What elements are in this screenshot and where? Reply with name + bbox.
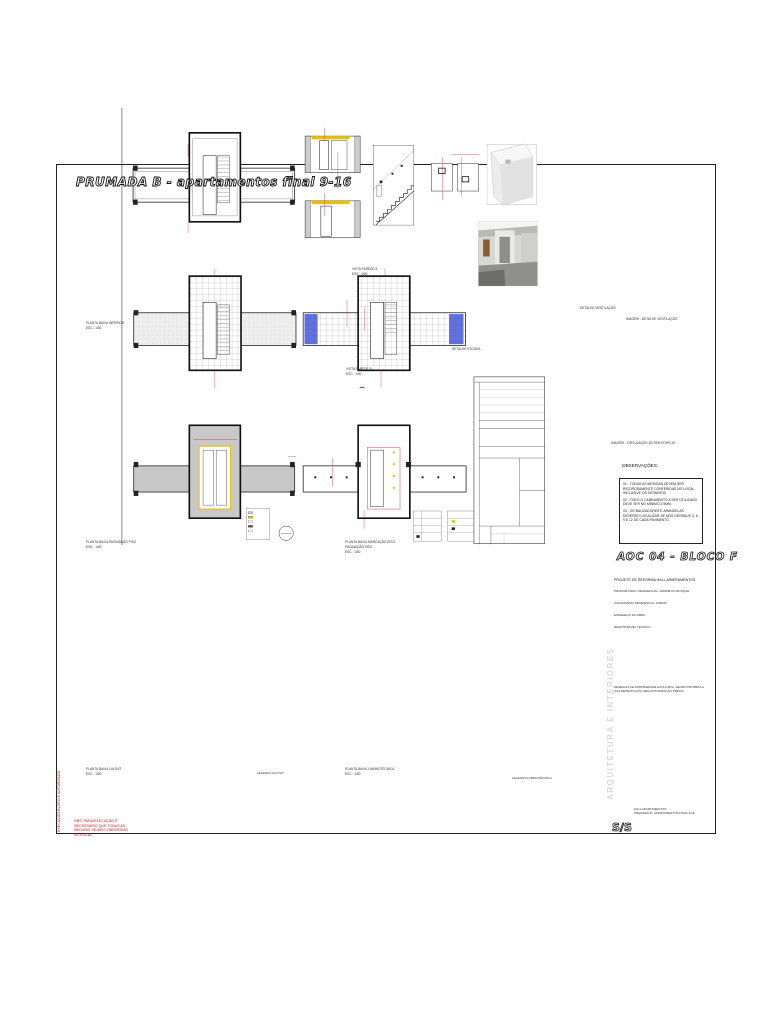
observations-box: 01 - TODAS AS MEDIDAS DEVEM SER RIGOROSA…: [619, 478, 703, 544]
legend-lum-title: LEGENDA LUMINOTÉCNICA: [512, 776, 552, 780]
titleblock-line-2: CONDOMÍNIO RESIDENCIAL JARDIM: [614, 601, 667, 605]
project-code: AOC 04 - BLOCO F: [617, 551, 739, 564]
label-render-circulation: IMAGEM - CIRCULAÇÃO 3D SEM EDIFÍCIO: [611, 441, 676, 445]
label-plan-mid-right-scale: ESC.: 1/50: [345, 550, 361, 554]
brand-vertical: ARQUITETURA E INTERIORES: [606, 647, 615, 800]
observation-item: 02 - TODO O CABEAMENTO A SER UTILIZADO D…: [623, 497, 698, 507]
titleblock-line-4: RESPONSÁVEL TÉCNICO: [614, 625, 651, 629]
sheet-number: S/S: [612, 821, 633, 835]
stair-lines: [217, 156, 230, 201]
label-render-ventilation: IMAGEM - DETALHE VENTILAÇÃO: [626, 317, 678, 321]
titleblock-content-2: PRUMADA B - APARTAMENTOS FINAL 9-16: [634, 811, 695, 815]
plan-mid-right: [302, 268, 466, 388]
label-plan-mid-right-sub: PAGINAÇÃO PISO: [345, 545, 373, 549]
legend-layout: [246, 508, 294, 541]
ventilation-detail: [431, 154, 480, 201]
render-circulation: [478, 220, 538, 287]
titleblock-content-1: HALL APARTAMENTOS: [634, 807, 667, 811]
label-section-a: VISTA PAREDE A: [352, 267, 378, 271]
section-a: [304, 127, 361, 189]
plan-mid-left: [133, 268, 297, 389]
plan-low-right: [288, 424, 467, 529]
observation-item: 03 - OS BALIZADORES E ARANDELAS DEVERÃO …: [623, 508, 699, 523]
label-stair-detail: DETALHE ESCADA: [452, 347, 481, 351]
label-section-b-scale: ESC.: 1/50: [346, 372, 362, 376]
title-block: [473, 376, 545, 545]
label-ventilation-detail: DETALHE VENTILAÇÃO: [580, 306, 616, 310]
observations-title: OBSERVAÇÕES:: [622, 463, 659, 468]
vertical-execution-note: EXECUÇÃO BLOCO F AUTORIZADO: [57, 770, 61, 832]
titleblock-line-3: ENDEREÇO DA OBRA: [614, 613, 646, 617]
label-plan-mid-left: PLANTA BAIXA PAGINAÇÃO PISO: [86, 540, 137, 544]
label-plan-low-right: PLANTA BAIXA LUMINOTÉCNICA: [345, 767, 395, 771]
label-plan-upper-scale: ESC.: 1/50: [86, 326, 102, 330]
titleblock-project: PROJETO DE REFORMA HALL APARTAMENTOS: [614, 578, 696, 582]
sheet-title: PRUMADA B - apartamentos final 9-16: [76, 175, 352, 190]
label-plan-low-right-scale: ESC.: 1/50: [345, 772, 361, 776]
plan-upper: [132, 132, 296, 233]
drawing-canvas: [121, 107, 545, 546]
titleblock-note: DESENHO DE PROPRIEDADE EXCLUSIVA, SENDO …: [614, 685, 704, 693]
render-ventilation: [486, 143, 537, 206]
label-plan-upper: PLANTA BAIXA INFERIOR: [86, 321, 125, 325]
label-plan-mid-left-scale: ESC.: 1/50: [86, 545, 102, 549]
label-section-a-scale: ESC.: 1/50: [352, 272, 368, 276]
label-plan-mid-right: PLANTA BAIXA MARCAÇÃO PISO: [345, 540, 395, 544]
section-b: [304, 193, 361, 238]
plan-low-left: [133, 424, 296, 520]
legend-luminotecnica: [413, 510, 477, 542]
label-plan-low-left-scale: ESC.: 1/50: [86, 772, 102, 776]
label-section-b: VISTA PAREDE B: [346, 367, 372, 371]
execution-note: OBS: PARA EXECUÇÃO É NECESSÁRIO QUE TODA…: [74, 819, 128, 837]
titleblock-line-1: PROPRIETÁRIO: RESIDENCIAL JARDIM DO BOSQ…: [614, 589, 690, 593]
legend-layout-title: LEGENDA LAYOUT: [257, 771, 284, 775]
stair-detail: [373, 145, 414, 226]
label-plan-low-left: PLANTA BAIXA LAYOUT: [86, 767, 122, 771]
observation-item: 01 - TODAS AS MEDIDAS DEVEM SER RIGOROSA…: [623, 482, 695, 496]
